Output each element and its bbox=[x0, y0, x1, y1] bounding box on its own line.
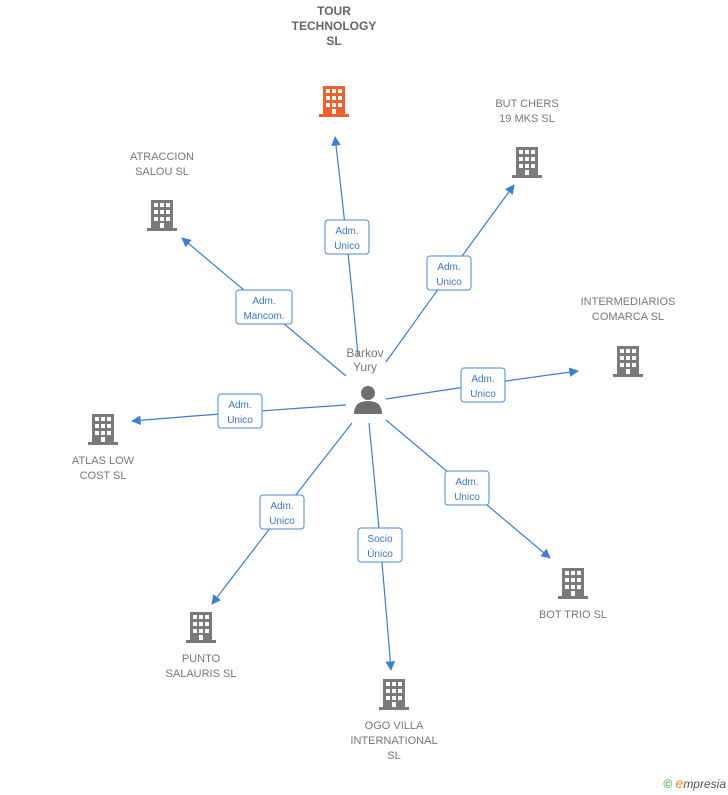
relation-text: Socio bbox=[367, 534, 392, 545]
company-name-line: COST SL bbox=[80, 470, 127, 482]
company-name-line: BUT CHERS bbox=[495, 98, 558, 110]
relation-label-tour-technology[interactable]: Adm. Unico bbox=[324, 219, 370, 255]
building-icon bbox=[147, 200, 177, 231]
building-icon bbox=[558, 568, 588, 599]
relation-box bbox=[324, 219, 370, 255]
relation-box bbox=[426, 255, 472, 291]
relation-text: Unico bbox=[334, 241, 360, 252]
relation-text: Mancom. bbox=[243, 311, 284, 322]
building-icon bbox=[613, 346, 643, 377]
company-name-line: ATRACCION bbox=[130, 151, 194, 163]
relation-text: Adm. bbox=[252, 296, 275, 307]
company-name-line: TECHNOLOGY bbox=[292, 19, 377, 33]
company-node-bot-trio[interactable]: BOT TRIO SL bbox=[539, 568, 607, 621]
person-name-line: Barkov bbox=[346, 346, 383, 360]
relation-label-intermediarios-comarca[interactable]: Adm. Unico bbox=[460, 367, 506, 403]
relation-text: Unico bbox=[436, 277, 462, 288]
relation-text: Adm. bbox=[270, 501, 293, 512]
company-name-line: SL bbox=[387, 750, 400, 762]
relation-text: Adm. bbox=[335, 226, 358, 237]
edges-layer: Adm.UnicoAdm.UnicoAdm.Mancom.Adm.UnicoAd… bbox=[131, 136, 579, 671]
relation-label-atlas-low-cost[interactable]: Adm. Unico bbox=[217, 393, 263, 429]
relation-text: Adm. bbox=[437, 262, 460, 273]
company-name-line: BOT TRIO SL bbox=[539, 609, 607, 621]
relation-text: Único bbox=[367, 547, 393, 560]
company-node-atraccion-salou[interactable]: ATRACCION SALOU SL bbox=[130, 151, 194, 231]
person-icon bbox=[354, 386, 382, 414]
building-icon bbox=[512, 147, 542, 178]
relation-text: Unico bbox=[269, 516, 295, 527]
relation-label-atraccion-salou[interactable]: Adm. Mancom. bbox=[235, 289, 293, 325]
relation-text: Adm. bbox=[228, 400, 251, 411]
person-name-line: Yury bbox=[353, 360, 377, 374]
company-name-line: COMARCA SL bbox=[592, 311, 664, 323]
relation-text: Unico bbox=[470, 389, 496, 400]
company-name-line: SALAURIS SL bbox=[166, 668, 237, 680]
company-name-line: OGO VILLA bbox=[365, 720, 424, 732]
building-icon bbox=[379, 679, 409, 710]
relation-box bbox=[259, 494, 305, 530]
company-name-line: PUNTO bbox=[182, 653, 221, 665]
relation-label-but-chers[interactable]: Adm. Unico bbox=[426, 255, 472, 291]
empresia-watermark: © empresia bbox=[663, 775, 726, 791]
relation-box bbox=[357, 527, 403, 563]
relation-box bbox=[217, 393, 263, 429]
brand-name: mpresia bbox=[683, 777, 726, 791]
relation-label-bot-trio[interactable]: Adm. Unico bbox=[444, 470, 490, 506]
relation-label-punto-salauris[interactable]: Adm. Unico bbox=[259, 494, 305, 530]
building-icon bbox=[319, 86, 349, 117]
relation-box bbox=[460, 367, 506, 403]
company-name-line: ATLAS LOW bbox=[72, 455, 135, 467]
relation-text: Adm. bbox=[455, 477, 478, 488]
company-name-line: INTERMEDIARIOS bbox=[581, 296, 676, 308]
building-icon bbox=[186, 612, 216, 643]
company-name-line: TOUR bbox=[317, 4, 351, 18]
company-node-ogo-villa[interactable]: OGO VILLA INTERNATIONAL SL bbox=[350, 679, 438, 762]
company-name-line: INTERNATIONAL bbox=[350, 735, 437, 747]
building-icon bbox=[88, 414, 118, 445]
relation-text: Unico bbox=[227, 415, 253, 426]
company-name-line: 19 MKS SL bbox=[499, 113, 555, 125]
brand-initial: e bbox=[675, 775, 684, 791]
relation-text: Unico bbox=[454, 492, 480, 503]
company-name-line: SL bbox=[326, 34, 341, 48]
company-node-intermediarios-comarca[interactable]: INTERMEDIARIOS COMARCA SL bbox=[581, 296, 676, 377]
relation-box bbox=[235, 289, 293, 325]
copyright-icon: © bbox=[663, 777, 673, 791]
company-node-punto-salauris[interactable]: PUNTO SALAURIS SL bbox=[166, 612, 237, 680]
relation-box bbox=[444, 470, 490, 506]
company-node-atlas-low-cost[interactable]: ATLAS LOW COST SL bbox=[72, 414, 135, 482]
relation-text: Adm. bbox=[471, 374, 494, 385]
company-name-line: SALOU SL bbox=[135, 166, 189, 178]
company-node-but-chers[interactable]: BUT CHERS 19 MKS SL bbox=[495, 98, 559, 178]
